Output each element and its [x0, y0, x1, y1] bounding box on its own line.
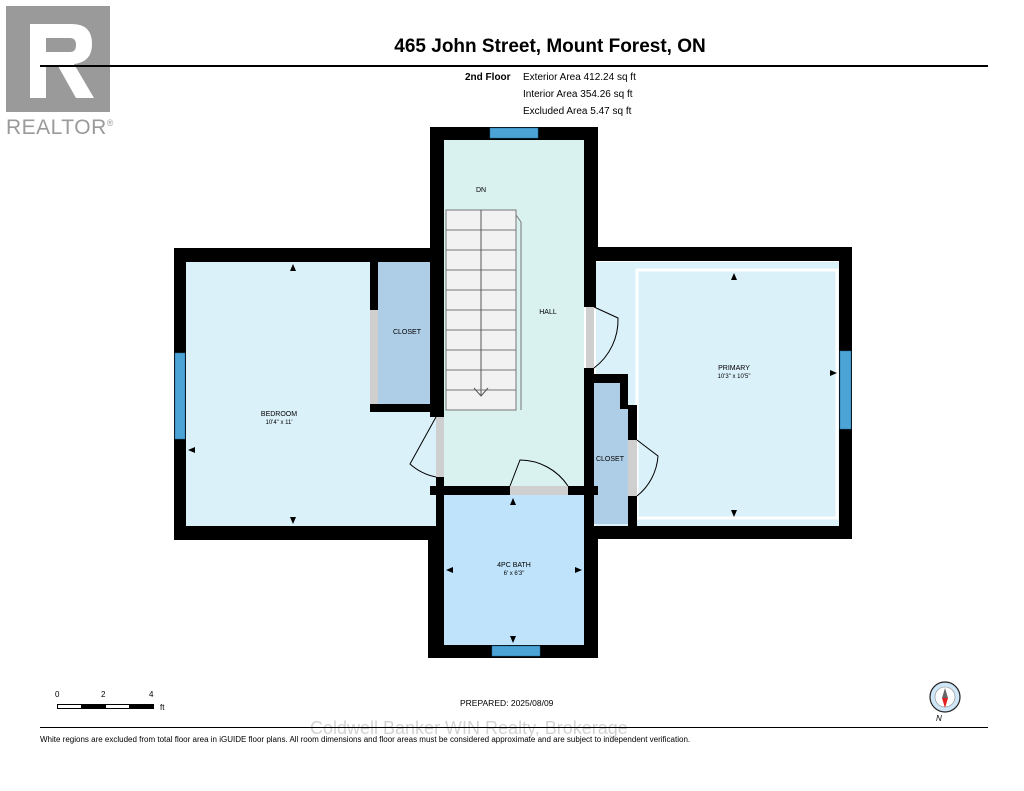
scale-unit: ft [160, 703, 165, 712]
stairs [445, 209, 522, 411]
compass-label: N [936, 714, 942, 723]
footer-rule [40, 727, 988, 728]
exterior-area: Exterior Area 412.24 sq ft [523, 72, 636, 83]
bath-label: 4PC BATH [497, 562, 531, 569]
windows [174, 127, 852, 657]
hall-label: HALL [539, 309, 557, 316]
compass: N [928, 680, 962, 724]
primary-label: PRIMARY [718, 365, 750, 372]
realtor-logo-mark-icon [6, 6, 110, 112]
scale-tick-2: 2 [101, 690, 106, 699]
door-openings [370, 307, 637, 496]
scale-bar: 0 2 4 ft [55, 690, 175, 720]
realtor-logo-text: REALTOR® [6, 116, 114, 139]
right-closet-label: CLOSET [595, 456, 624, 463]
prepared-date: PREPARED: 2025/08/09 [460, 698, 554, 708]
scale-tick-0: 0 [55, 690, 60, 699]
left-closet-fill [378, 262, 436, 405]
bath-dims: 6' x 6'3" [503, 571, 525, 577]
brokerage-watermark: Coldwell Banker WIN Realty, Brokerage [310, 718, 628, 738]
page-title: 465 John Street, Mount Forest, ON [394, 36, 706, 57]
compass-icon [929, 681, 961, 713]
door-swings [409, 306, 659, 497]
left-closet-label: CLOSET [392, 329, 421, 336]
realtor-logo [6, 6, 110, 112]
interior-area: Interior Area 354.26 sq ft [523, 89, 633, 100]
bedroom-label: BEDROOM [260, 411, 298, 418]
floor-label: 2nd Floor [465, 72, 511, 83]
scale-graphic [57, 704, 154, 709]
primary-dims: 10'3" x 10'5" [717, 374, 751, 380]
bath-fill [444, 495, 584, 645]
header-rule [40, 65, 988, 67]
bedroom-dims: 10'4" x 11' [265, 420, 293, 426]
footer-note: White regions are excluded from total fl… [40, 735, 691, 744]
stairs-label: DN [475, 187, 487, 194]
scale-tick-4: 4 [149, 690, 154, 699]
dimension-arrows [188, 264, 837, 643]
primary-inner [635, 268, 839, 520]
excluded-area: Excluded Area 5.47 sq ft [523, 106, 632, 117]
